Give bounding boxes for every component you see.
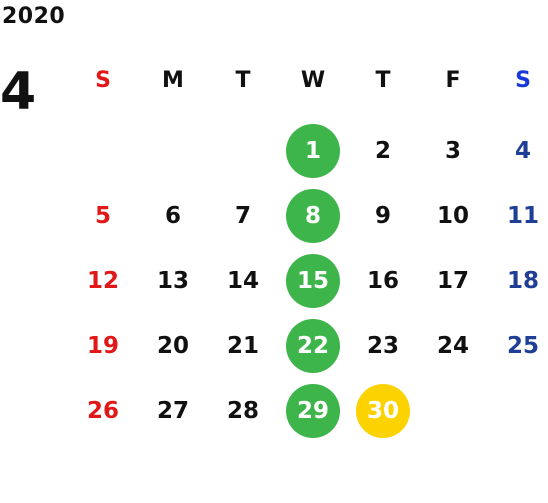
day-cell[interactable]: 14 <box>208 248 278 313</box>
day-number: 20 <box>156 332 189 359</box>
day-number: 4 <box>514 137 531 164</box>
day-number: 2 <box>374 137 391 164</box>
day-cell[interactable]: 17 <box>418 248 488 313</box>
day-number: 29 <box>286 383 340 438</box>
day-cell[interactable]: 11 <box>488 183 548 248</box>
day-cell[interactable]: 28 <box>208 378 278 443</box>
day-number: 30 <box>356 383 410 438</box>
day-cell[interactable]: 6 <box>138 183 208 248</box>
day-cell <box>138 118 208 183</box>
day-cell[interactable]: 13 <box>138 248 208 313</box>
day-cell[interactable]: 4 <box>488 118 548 183</box>
day-number: 27 <box>156 397 189 424</box>
day-number: 18 <box>506 267 539 294</box>
day-cell[interactable]: 1 <box>278 118 348 183</box>
weekday-wed: W <box>300 68 326 93</box>
day-cell[interactable]: 26 <box>68 378 138 443</box>
day-cell[interactable]: 10 <box>418 183 488 248</box>
week-row: 26 27 28 29 30 <box>68 378 548 443</box>
day-cell <box>488 378 548 443</box>
week-row: 12 13 14 15 16 17 18 <box>68 248 548 313</box>
day-cell[interactable]: 27 <box>138 378 208 443</box>
day-number: 6 <box>164 202 181 229</box>
day-cell[interactable]: 25 <box>488 313 548 378</box>
day-cell[interactable]: 19 <box>68 313 138 378</box>
weekday-mon: M <box>162 68 184 93</box>
day-number: 28 <box>226 397 259 424</box>
day-cell[interactable]: 30 <box>348 378 418 443</box>
day-number: 21 <box>226 332 259 359</box>
week-row: 19 20 21 22 23 24 25 <box>68 313 548 378</box>
day-number: 17 <box>436 267 469 294</box>
day-number: 19 <box>86 332 119 359</box>
weekday-tue: T <box>235 68 251 93</box>
day-cell[interactable]: 15 <box>278 248 348 313</box>
day-cell[interactable]: 24 <box>418 313 488 378</box>
year-label: 2020 <box>2 4 66 29</box>
weekday-sun: S <box>95 68 111 93</box>
day-cell[interactable]: 8 <box>278 183 348 248</box>
day-cell[interactable]: 16 <box>348 248 418 313</box>
day-cell <box>68 118 138 183</box>
day-number: 12 <box>86 267 119 294</box>
day-number: 5 <box>94 202 111 229</box>
day-cell[interactable]: 18 <box>488 248 548 313</box>
day-cell[interactable]: 5 <box>68 183 138 248</box>
day-number: 3 <box>444 137 461 164</box>
day-number: 1 <box>286 123 340 178</box>
weekday-header: S M T W T F S <box>68 56 548 106</box>
day-number: 8 <box>286 188 340 243</box>
day-number: 16 <box>366 267 399 294</box>
day-cell[interactable]: 9 <box>348 183 418 248</box>
day-number: 11 <box>506 202 539 229</box>
weekday-sat: S <box>515 68 531 93</box>
month-number: 4 <box>0 62 37 122</box>
day-cell[interactable]: 22 <box>278 313 348 378</box>
day-number: 13 <box>156 267 189 294</box>
day-cell[interactable]: 2 <box>348 118 418 183</box>
day-cell <box>208 118 278 183</box>
day-cell[interactable]: 3 <box>418 118 488 183</box>
day-cell[interactable]: 7 <box>208 183 278 248</box>
day-cell[interactable]: 29 <box>278 378 348 443</box>
day-number: 23 <box>366 332 399 359</box>
weekday-fri: F <box>445 68 461 93</box>
day-number: 14 <box>226 267 259 294</box>
week-row: 1 2 3 4 <box>68 118 548 183</box>
day-number: 24 <box>436 332 469 359</box>
day-number: 22 <box>286 318 340 373</box>
week-row: 5 6 7 8 9 10 11 <box>68 183 548 248</box>
day-cell[interactable]: 21 <box>208 313 278 378</box>
day-number: 26 <box>86 397 119 424</box>
day-number: 10 <box>436 202 469 229</box>
day-cell[interactable]: 23 <box>348 313 418 378</box>
day-cell[interactable]: 20 <box>138 313 208 378</box>
day-number: 7 <box>234 202 251 229</box>
day-cell[interactable]: 12 <box>68 248 138 313</box>
day-number: 9 <box>374 202 391 229</box>
day-number: 15 <box>286 253 340 308</box>
day-cell <box>418 378 488 443</box>
day-number: 25 <box>506 332 539 359</box>
weekday-thu: T <box>375 68 391 93</box>
